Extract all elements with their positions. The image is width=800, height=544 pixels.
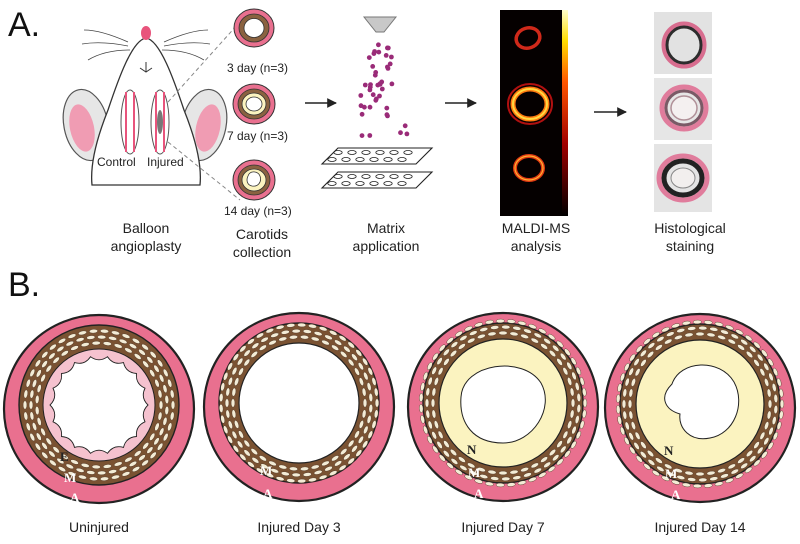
matrix-droplet bbox=[384, 112, 390, 118]
layer-label-m: M bbox=[260, 463, 272, 478]
matrix-droplet bbox=[389, 81, 395, 87]
step-1-line2: angioplasty bbox=[111, 238, 182, 254]
layer-label-a: A bbox=[263, 486, 273, 501]
matrix-droplet bbox=[375, 82, 381, 88]
control-carotid bbox=[120, 89, 140, 155]
matrix-droplet bbox=[359, 111, 365, 117]
matrix-droplet bbox=[376, 42, 381, 48]
matrix-droplet bbox=[373, 97, 379, 103]
left-ear-inner bbox=[69, 104, 95, 152]
matrix-droplet bbox=[367, 104, 373, 110]
matrix-droplet bbox=[389, 54, 394, 60]
layer-label-m: M bbox=[665, 466, 677, 481]
matrix-droplet bbox=[370, 92, 376, 98]
sample-14day-label: 14 day (n=3) bbox=[224, 204, 292, 218]
layer-label-m: M bbox=[64, 470, 76, 485]
matrix-droplet bbox=[385, 64, 390, 70]
matrix-droplet bbox=[404, 131, 410, 137]
layer-label-a: A bbox=[474, 486, 484, 501]
layer-label-a: A bbox=[671, 487, 681, 502]
smooth-muscle-cells bbox=[419, 318, 588, 488]
matrix-droplet bbox=[383, 53, 389, 58]
vessel-caption-day7: Injured Day 7 bbox=[461, 519, 544, 535]
lumen bbox=[49, 356, 149, 454]
lumen bbox=[238, 342, 360, 464]
matrix-droplet bbox=[387, 61, 393, 67]
step-4-line2: analysis bbox=[511, 238, 562, 254]
vessel-uninjured: EMA bbox=[2, 313, 196, 505]
step-3-line1: Matrix bbox=[367, 220, 405, 236]
matrix-droplet bbox=[376, 49, 382, 55]
slide-bottom bbox=[320, 171, 434, 189]
step-4-line1: MALDI-MS bbox=[502, 220, 570, 236]
matrix-droplet bbox=[379, 86, 385, 92]
sprayer-nozzle-icon bbox=[362, 16, 398, 33]
matrix-droplet bbox=[366, 55, 372, 60]
matrix-droplet bbox=[402, 123, 408, 129]
matrix-droplet bbox=[377, 93, 382, 99]
vessel-day3: MA bbox=[202, 311, 396, 503]
layer-label-n: N bbox=[664, 443, 674, 458]
right-ear-inner bbox=[195, 104, 221, 152]
vessel-caption-uninjured: Uninjured bbox=[69, 519, 129, 535]
histology-image bbox=[654, 12, 712, 212]
panel-a-label: A. bbox=[8, 6, 40, 44]
layer-label-e: E bbox=[60, 449, 69, 464]
matrix-droplet bbox=[367, 133, 373, 138]
vessel-day7: NMA bbox=[406, 311, 600, 503]
matrix-sprayer bbox=[320, 16, 434, 189]
vessel-caption-day3: Injured Day 3 bbox=[257, 519, 340, 535]
lumen bbox=[664, 364, 740, 440]
rat-body bbox=[90, 37, 202, 186]
matrix-droplet bbox=[373, 70, 379, 75]
matrix-droplet bbox=[370, 64, 376, 69]
matrix-droplet bbox=[362, 104, 367, 110]
layer-label-a: A bbox=[70, 490, 80, 505]
smooth-muscle-cells bbox=[22, 329, 176, 481]
matrix-droplet bbox=[371, 51, 377, 56]
step-5-line1: Histological bbox=[654, 220, 726, 236]
rat-illustration: Control Injured bbox=[62, 23, 241, 201]
matrix-droplet bbox=[358, 93, 364, 98]
step-2-line2: collection bbox=[233, 244, 291, 260]
slide-top bbox=[320, 147, 434, 165]
maldi-image bbox=[500, 10, 568, 216]
vessel-caption-day14: Injured Day 14 bbox=[654, 519, 745, 535]
lumen bbox=[460, 365, 546, 444]
nose-icon bbox=[141, 26, 151, 40]
matrix-droplet bbox=[362, 82, 368, 88]
control-label: Control bbox=[97, 155, 136, 169]
smooth-muscle-cells bbox=[219, 322, 380, 484]
step-5-line2: staining bbox=[666, 238, 714, 254]
matrix-droplet bbox=[384, 105, 390, 111]
matrix-droplet bbox=[398, 130, 403, 136]
layer-label-m: M bbox=[468, 465, 480, 480]
vessel-day14: NMA bbox=[603, 312, 797, 504]
step-3-line2: application bbox=[353, 238, 420, 254]
matrix-droplet bbox=[367, 84, 373, 90]
sample-7day bbox=[232, 83, 276, 125]
smooth-muscle-cells bbox=[616, 319, 785, 489]
maldi-colorbar bbox=[562, 10, 568, 216]
step-1-line1: Balloon bbox=[123, 220, 170, 236]
sample-14day bbox=[232, 159, 276, 201]
sample-7day-label: 7 day (n=3) bbox=[227, 129, 288, 143]
sample-3day-label: 3 day (n=3) bbox=[227, 61, 288, 75]
matrix-droplet bbox=[385, 45, 391, 51]
step-2-line1: Carotids bbox=[236, 226, 288, 242]
sample-3day bbox=[233, 8, 275, 48]
layer-label-n: N bbox=[467, 442, 477, 457]
panel-b-label: B. bbox=[8, 266, 40, 304]
injured-label: Injured bbox=[147, 155, 184, 169]
matrix-droplet bbox=[359, 133, 365, 139]
